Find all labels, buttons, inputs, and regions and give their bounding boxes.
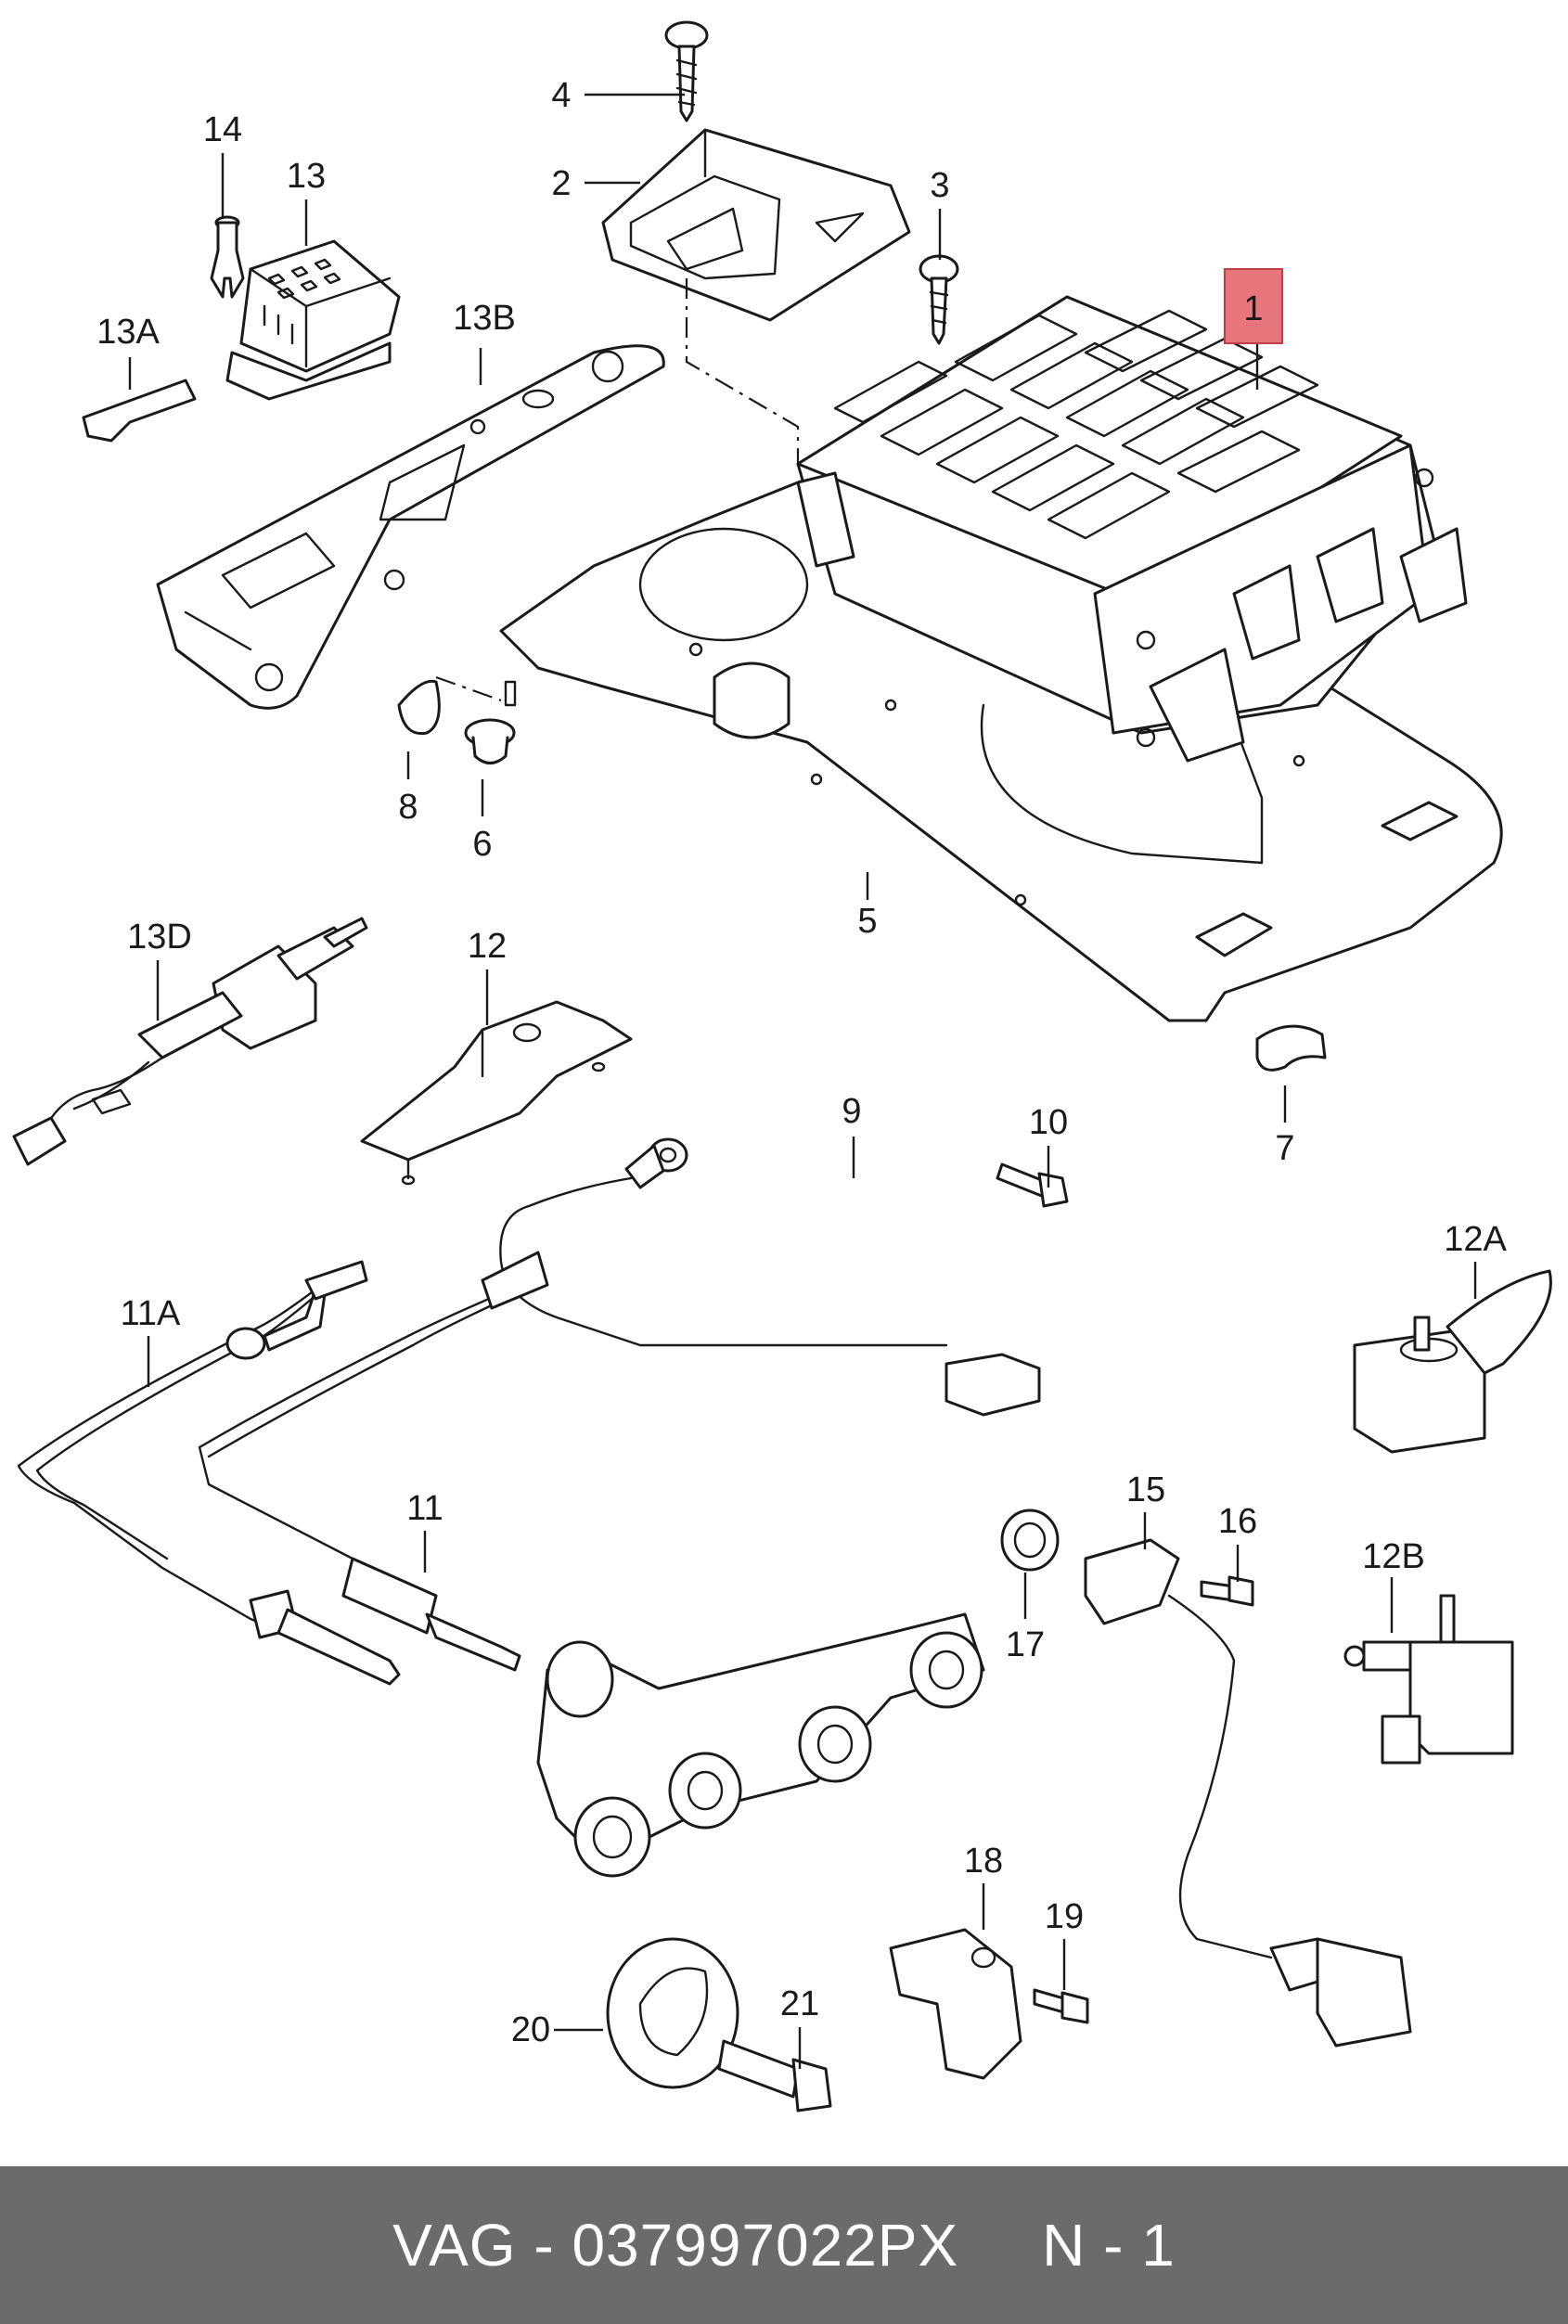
part-4-screw[interactable]: [664, 20, 709, 122]
callout-2: 2: [551, 164, 571, 203]
callout-7: 7: [1275, 1129, 1294, 1168]
highlight-box: [1224, 268, 1283, 344]
callout-20: 20: [511, 2010, 550, 2049]
part-13a-strip[interactable]: [82, 379, 197, 443]
callout-18: 18: [964, 1842, 1003, 1881]
part-13-connector[interactable]: [225, 239, 401, 401]
callout-11: 11: [406, 1489, 443, 1528]
callout-11a: 11A: [121, 1294, 181, 1333]
part-number-label: VAG - 037997022PX: [392, 2212, 959, 2279]
callout-13: 13: [287, 157, 326, 196]
callout-14: 14: [203, 110, 242, 149]
part-12a-valve[interactable]: [1353, 1269, 1552, 1454]
callout-17: 17: [1006, 1625, 1045, 1664]
part-13d-sensor[interactable]: [12, 917, 368, 1166]
callout-9: 9: [842, 1092, 861, 1131]
part-2-relay[interactable]: [601, 128, 911, 322]
part-11-probe[interactable]: [198, 1251, 549, 1672]
callout-12: 12: [468, 927, 507, 966]
part-15-sensor[interactable]: [1084, 1538, 1412, 2048]
callout-16: 16: [1218, 1502, 1257, 1541]
part-12b-valve[interactable]: [1343, 1594, 1514, 1765]
part-17-washer[interactable]: [1000, 1509, 1060, 1572]
callout-8: 8: [398, 788, 418, 827]
callouts: 1 2 3 4 5 6 7 8 9 10 11 11A 12 12A 12B 1…: [96, 76, 1507, 2049]
exhaust-manifold: [536, 1612, 985, 1878]
part-3-screw[interactable]: [919, 254, 959, 345]
part-14-clip[interactable]: [210, 215, 245, 299]
part-10-bolt[interactable]: [996, 1162, 1069, 1208]
part-7-clip[interactable]: [1255, 1024, 1327, 1072]
leader-lines: [128, 93, 1477, 2069]
callout-19: 19: [1045, 1897, 1084, 1936]
callout-1: 1: [1243, 289, 1263, 328]
callout-13d: 13D: [127, 918, 192, 957]
callout-10: 10: [1029, 1103, 1068, 1142]
callout-15: 15: [1126, 1470, 1165, 1509]
parts-diagram: 1 2 3 4 5 6 7 8 9 10 11 11A 12 12A 12B 1…: [12, 20, 1552, 2112]
footer-caption: VAG - 037997022PX N - 1: [392, 2211, 1176, 2279]
part-9-knock-sensor[interactable]: [499, 1137, 1041, 1417]
callout-13a: 13A: [96, 313, 160, 352]
callout-21: 21: [780, 1984, 819, 2023]
part-13b-bracket[interactable]: [156, 344, 665, 710]
footer-bar: VAG - 037997022PX N - 1: [0, 2166, 1568, 2324]
diagram-position-label: N - 1: [1042, 2212, 1176, 2279]
part-1-control-unit[interactable]: [796, 295, 1468, 763]
part-16-bolt[interactable]: [1200, 1575, 1254, 1607]
part-18-sensor[interactable]: [889, 1928, 1022, 2080]
callout-6: 6: [472, 825, 492, 864]
part-21-bolt[interactable]: [717, 2039, 832, 2112]
callout-12a: 12A: [1444, 1220, 1507, 1259]
callout-12b: 12B: [1362, 1537, 1425, 1576]
part-8-cap[interactable]: [397, 679, 441, 736]
callout-5: 5: [857, 902, 877, 941]
callout-4: 4: [551, 76, 571, 115]
callout-13b: 13B: [453, 299, 516, 338]
part-20-wheel[interactable]: [606, 1937, 739, 2089]
callout-3: 3: [930, 166, 949, 205]
part-12-bracket[interactable]: [360, 1000, 633, 1186]
part-6-grommet[interactable]: [464, 680, 517, 764]
part-11a-sensor[interactable]: [17, 1260, 401, 1686]
part-19-bolt[interactable]: [1033, 1988, 1089, 2024]
